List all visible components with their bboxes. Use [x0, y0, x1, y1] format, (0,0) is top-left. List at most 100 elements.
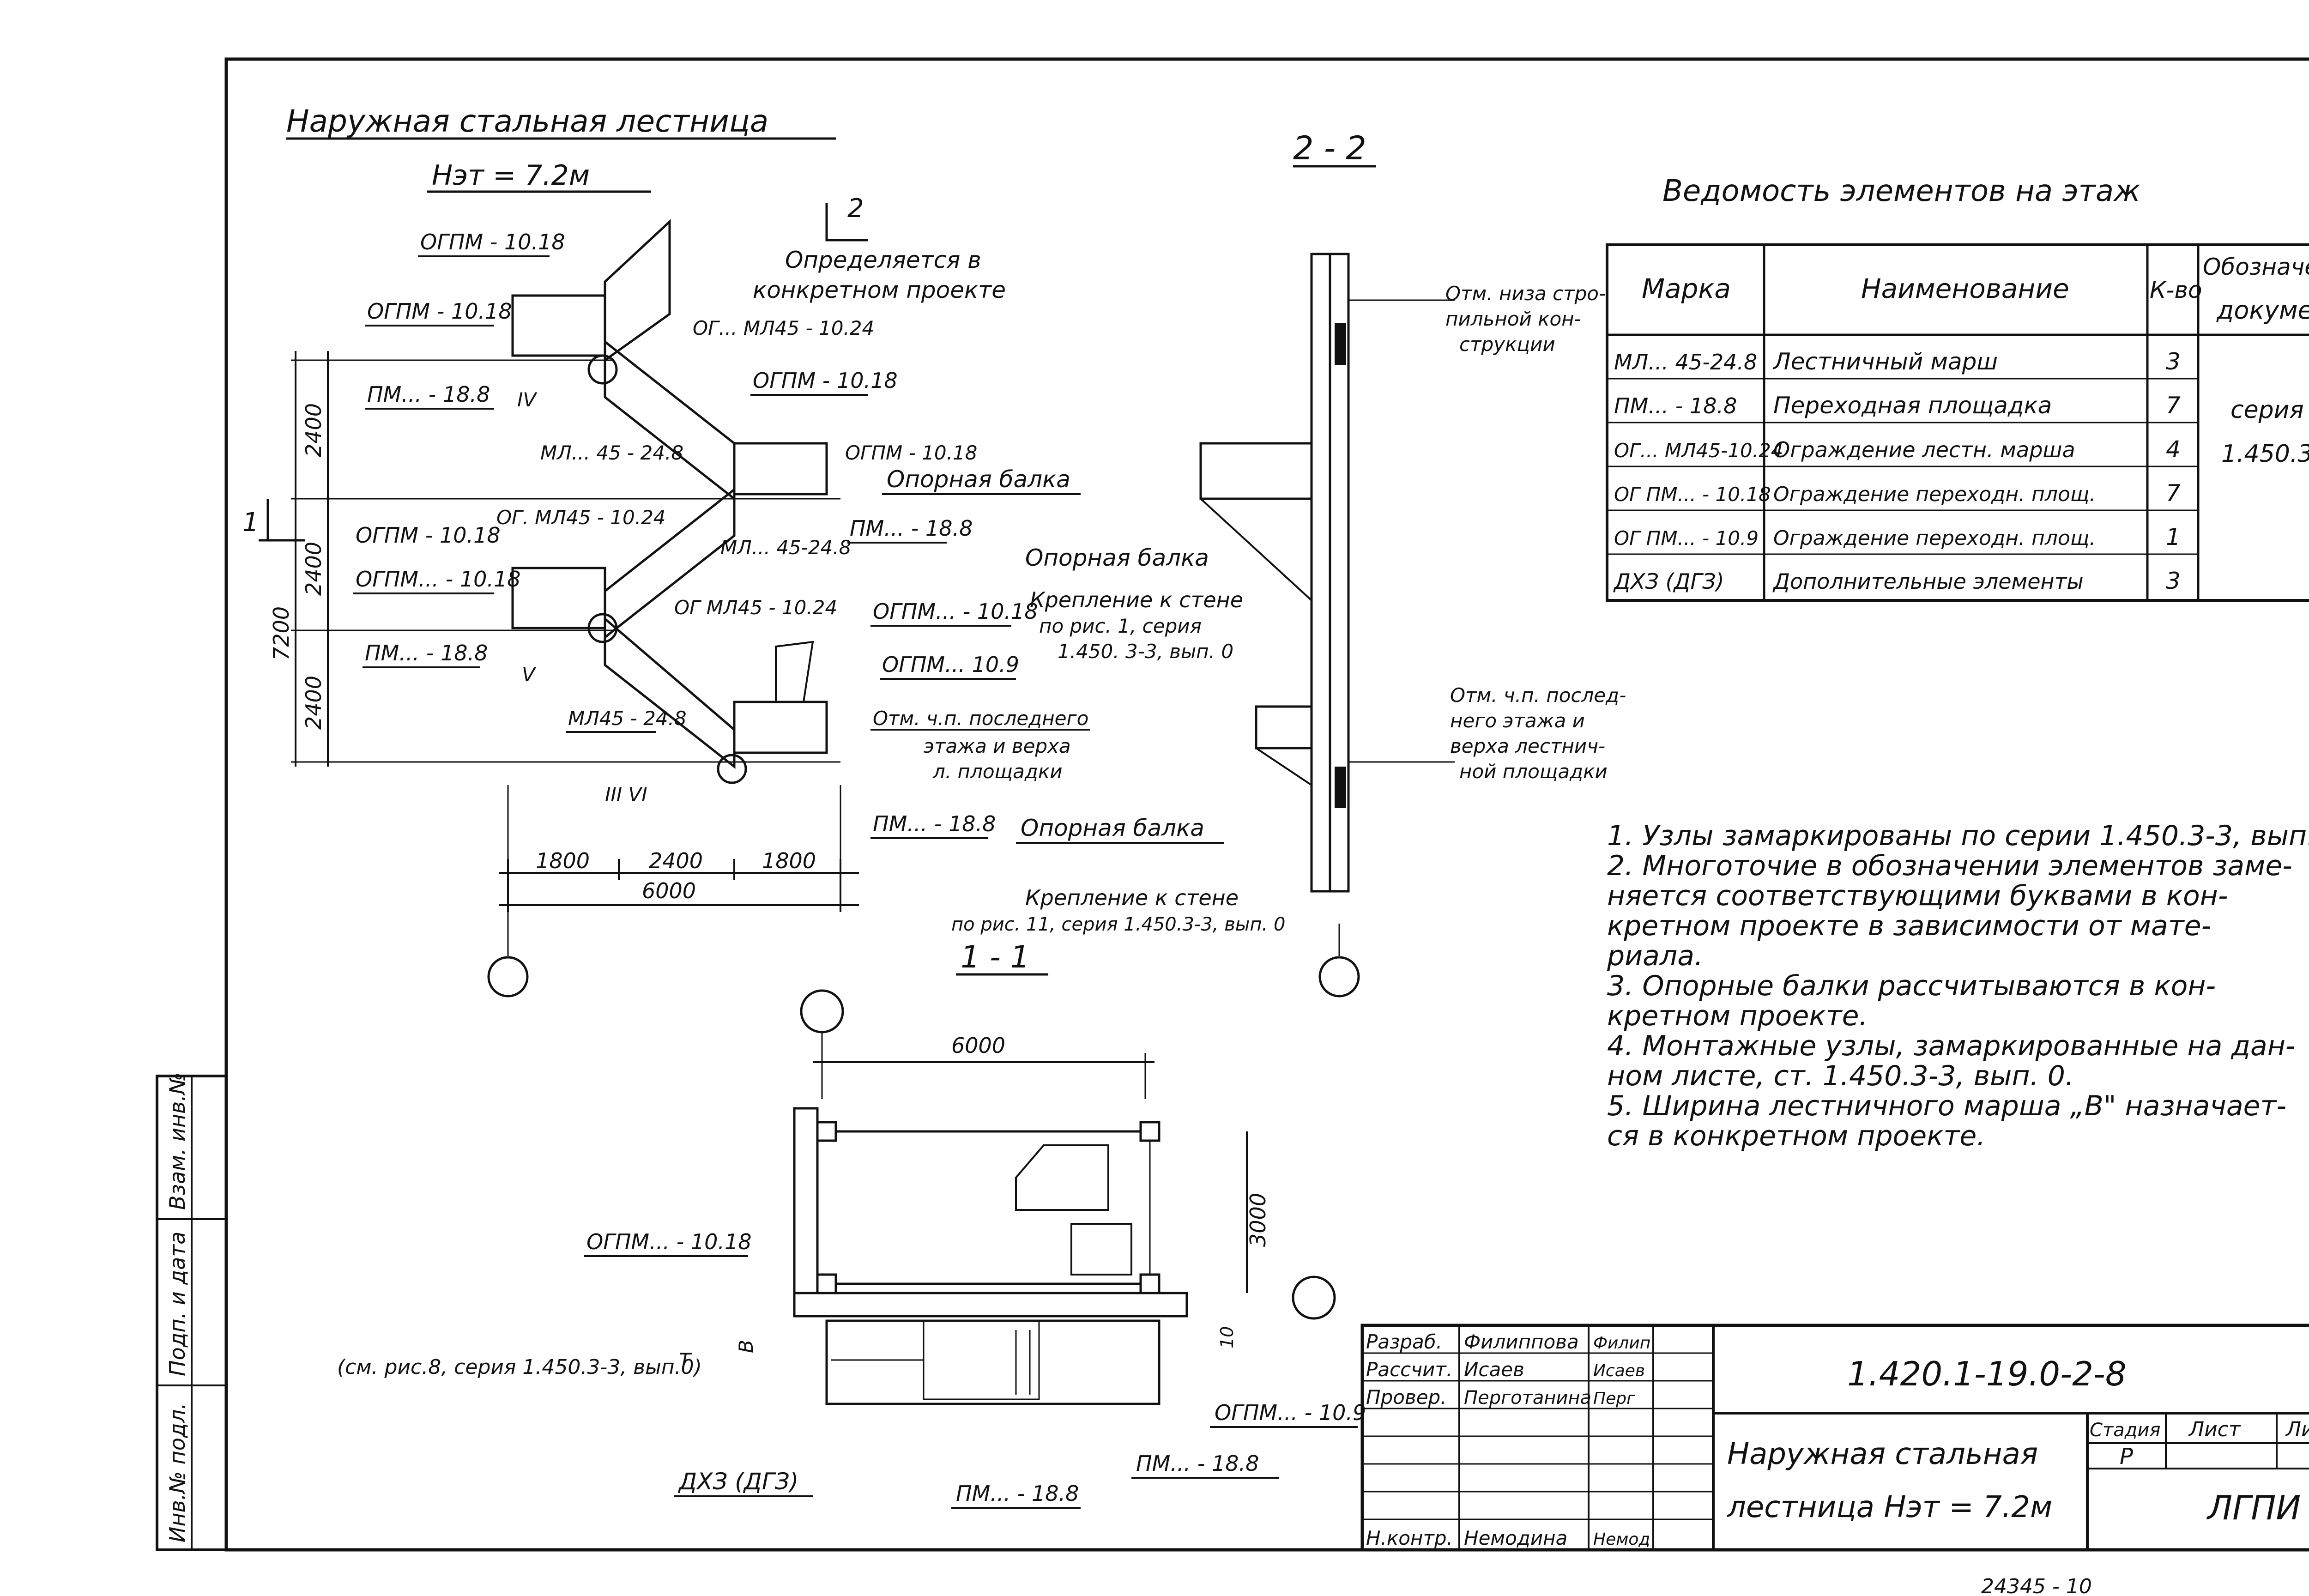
schedule-title: Ведомость элементов на этаж: [1662, 174, 2140, 208]
label-ogpm-7: ОГПМ... 10.9: [882, 652, 1019, 677]
note-line: кретном проекте в зависимости от мате-: [1607, 910, 2211, 942]
label-ogpm-5: ОГПМ... - 10.18: [356, 567, 521, 592]
title-block: Разраб. Филиппова Филип Рассчит. Исаев И…: [1360, 1324, 2309, 1596]
row-qty: 4: [2166, 436, 2181, 463]
hdr-qty: К-во: [2150, 277, 2202, 303]
row-name: Ограждение переходн. площ.: [1773, 483, 2096, 506]
row-qty: 7: [2166, 480, 2181, 507]
tb-name-2: лестница Нэт = 7.2м: [1726, 1490, 2052, 1524]
s22-bottom-level-2: пильной кон-: [1445, 308, 1581, 330]
tb-stage: Р: [2120, 1444, 2133, 1469]
dim-h3: 2400: [301, 676, 326, 730]
row-mark: ДХЗ (ДГЗ): [1613, 569, 1724, 594]
left-stamp: Инв.№ подл. Подп. и дата Взам. инв.№: [156, 1072, 228, 1551]
elevation-view: Наружная стальная лестница Нэт = 7.2м 2 …: [242, 103, 1090, 998]
label-ml-2: МЛ... 45-24.8: [720, 536, 851, 559]
table-row: МЛ... 45-24.8 Лестничный марш 3: [1614, 348, 2181, 375]
hdr-mark: Марка: [1642, 273, 1731, 304]
dim-w1: 1800: [536, 848, 590, 873]
table-row: ОГ ПМ... - 10.9 Ограждение переходн. пло…: [1614, 524, 2181, 550]
note-line: кретном проекте.: [1607, 1000, 1868, 1032]
row-mark: ПМ... - 18.8: [1614, 393, 1737, 418]
section-mark-left: 1: [242, 508, 259, 538]
doc-series-2: 1.450.3-3: [2221, 440, 2309, 468]
note-line: 3. Опорные балки рассчитываются в кон-: [1607, 970, 2216, 1002]
row-name: Переходная площадка: [1773, 392, 2052, 419]
s22-top-level-2: него этажа и: [1450, 709, 1585, 732]
label-node-v: V: [522, 663, 537, 686]
table-row: ОГ ПМ... - 10.18 Ограждение переходн. пл…: [1614, 480, 2181, 507]
note-line: 2. Многоточие в обозначении элементов за…: [1607, 850, 2292, 882]
note-line: няется соответствующими буквами в кон-: [1607, 880, 2228, 912]
tb-org: ЛГПИ: [2206, 1488, 2301, 1527]
plan-size-10: 10: [1217, 1326, 1237, 1348]
label-level-note-1: Отм. ч.п. последнего: [873, 707, 1088, 730]
plan-pm-right: ПМ... - 18.8: [1136, 1451, 1259, 1476]
stamp-vzam-inv: Взам. инв.№: [165, 1072, 190, 1210]
dim-h1: 2400: [301, 403, 326, 457]
tb-nkontr-sign: Немод: [1593, 1530, 1650, 1549]
row-name: Ограждение переходн. площ.: [1773, 526, 2096, 550]
s22-top-level-1: Отм. ч.п. послед-: [1450, 684, 1626, 707]
schedule-table: Ведомость элементов на этаж Марка Наимен…: [1606, 174, 2309, 602]
s11-wall-fix-1: Крепление к стене: [1025, 885, 1239, 910]
tb-razrab-name: Филиппова: [1464, 1330, 1579, 1353]
row-qty: 7: [2166, 392, 2181, 419]
s22-beam-support: Опорная балка: [1025, 544, 1209, 571]
label-pm-1: ПМ... - 18.8: [367, 382, 490, 407]
tb-prover-role: Провер.: [1366, 1386, 1447, 1409]
label-level-note-2: этажа и верха: [924, 735, 1071, 757]
label-ogpm-top: ОГПМ - 10.18: [420, 230, 565, 254]
plan-ogpm: ОГПМ... - 10.18: [586, 1229, 752, 1254]
lower-beam: [1335, 767, 1346, 808]
note-line: риала.: [1607, 940, 1703, 972]
plan-t-mark: Т: [679, 1349, 692, 1372]
label-level-note-3: л. площадки: [932, 760, 1063, 783]
hdr-name: Наименование: [1861, 273, 2069, 304]
section-1-1: Опорная балка Крепление к стене по рис. …: [951, 815, 1285, 976]
row-mark: ОГ... МЛ45-10.24: [1614, 439, 1783, 462]
label-ogpm-6: ОГПМ... - 10.18: [873, 599, 1038, 624]
label-pm-2: ПМ... - 18.8: [850, 516, 973, 541]
note-line: ном листе, ст. 1.450.3-3, вып. 0.: [1607, 1060, 2074, 1092]
tb-nkontr-name: Немодина: [1464, 1527, 1567, 1549]
plan-dkh3: ДХЗ (ДГЗ): [678, 1468, 798, 1495]
row-name: Лестничный марш: [1772, 348, 1998, 375]
tb-prover-sign: Перг: [1593, 1389, 1636, 1408]
row-qty: 3: [2166, 568, 2181, 594]
section-mark-top: 2: [847, 193, 864, 224]
dim-h2: 2400: [301, 542, 326, 596]
row-name: Дополнительные элементы: [1772, 569, 2084, 594]
plan-see-note: (см. рис.8, серия 1.450.3-3, вып.0): [337, 1355, 702, 1379]
row-qty: 3: [2166, 348, 2181, 375]
notes: 1. Узлы замаркированы по серии 1.450.3-3…: [1607, 820, 2309, 1152]
label-ogpm-3: ОГПМ - 10.18: [845, 441, 977, 464]
s22-top-level-4: ной площадки: [1459, 760, 1608, 783]
label-ogpm-4: ОГПМ - 10.18: [356, 523, 501, 548]
label-ogpm-2: ОГПМ - 10.18: [753, 368, 898, 393]
label-ogml-2: ОГ. МЛ45 - 10.24: [496, 506, 666, 529]
stamp-podp-data: Подп. и дата: [165, 1232, 190, 1376]
table-row: ДХЗ (ДГЗ) Дополнительные элементы 3: [1613, 568, 2181, 594]
note-line: 1. Узлы замаркированы по серии 1.450.3-3…: [1607, 820, 2309, 852]
dim-total-height: 7200: [269, 606, 294, 660]
row-qty: 1: [2166, 524, 2181, 550]
plan-pm-left: ПМ... - 18.8: [956, 1481, 1079, 1506]
note-line: ся в конкретном проекте.: [1607, 1120, 1985, 1152]
label-node-iii-vi: III VI: [605, 783, 647, 806]
tb-razrab-sign: Филип: [1593, 1334, 1650, 1353]
tb-name-1: Наружная стальная: [1727, 1437, 2038, 1471]
row-mark: ОГ ПМ... - 10.9: [1614, 527, 1759, 550]
tb-stage-hdr: Стадия: [2090, 1420, 2160, 1441]
plan-view: 6000 3000 ОГПМ... - 10.18 (см. рис.8, се…: [337, 989, 1366, 1509]
section-2-2: 2 - 2 Отм. низа стро- пильной кон- струк…: [1025, 129, 1626, 998]
section-2-2-title: 2 - 2: [1293, 129, 1366, 167]
elevation-title: Наружная стальная лестница: [286, 103, 768, 139]
label-ml-3: МЛ45 - 24.8: [568, 707, 687, 730]
dim-w2: 2400: [649, 848, 703, 873]
dim-w3: 1800: [762, 848, 816, 873]
plan-ogpm-right: ОГПМ... - 10.9: [1215, 1400, 1366, 1425]
s22-wall-fix-1: Крепление к стене: [1030, 587, 1243, 612]
plan-dim-width: 6000: [951, 1033, 1005, 1058]
